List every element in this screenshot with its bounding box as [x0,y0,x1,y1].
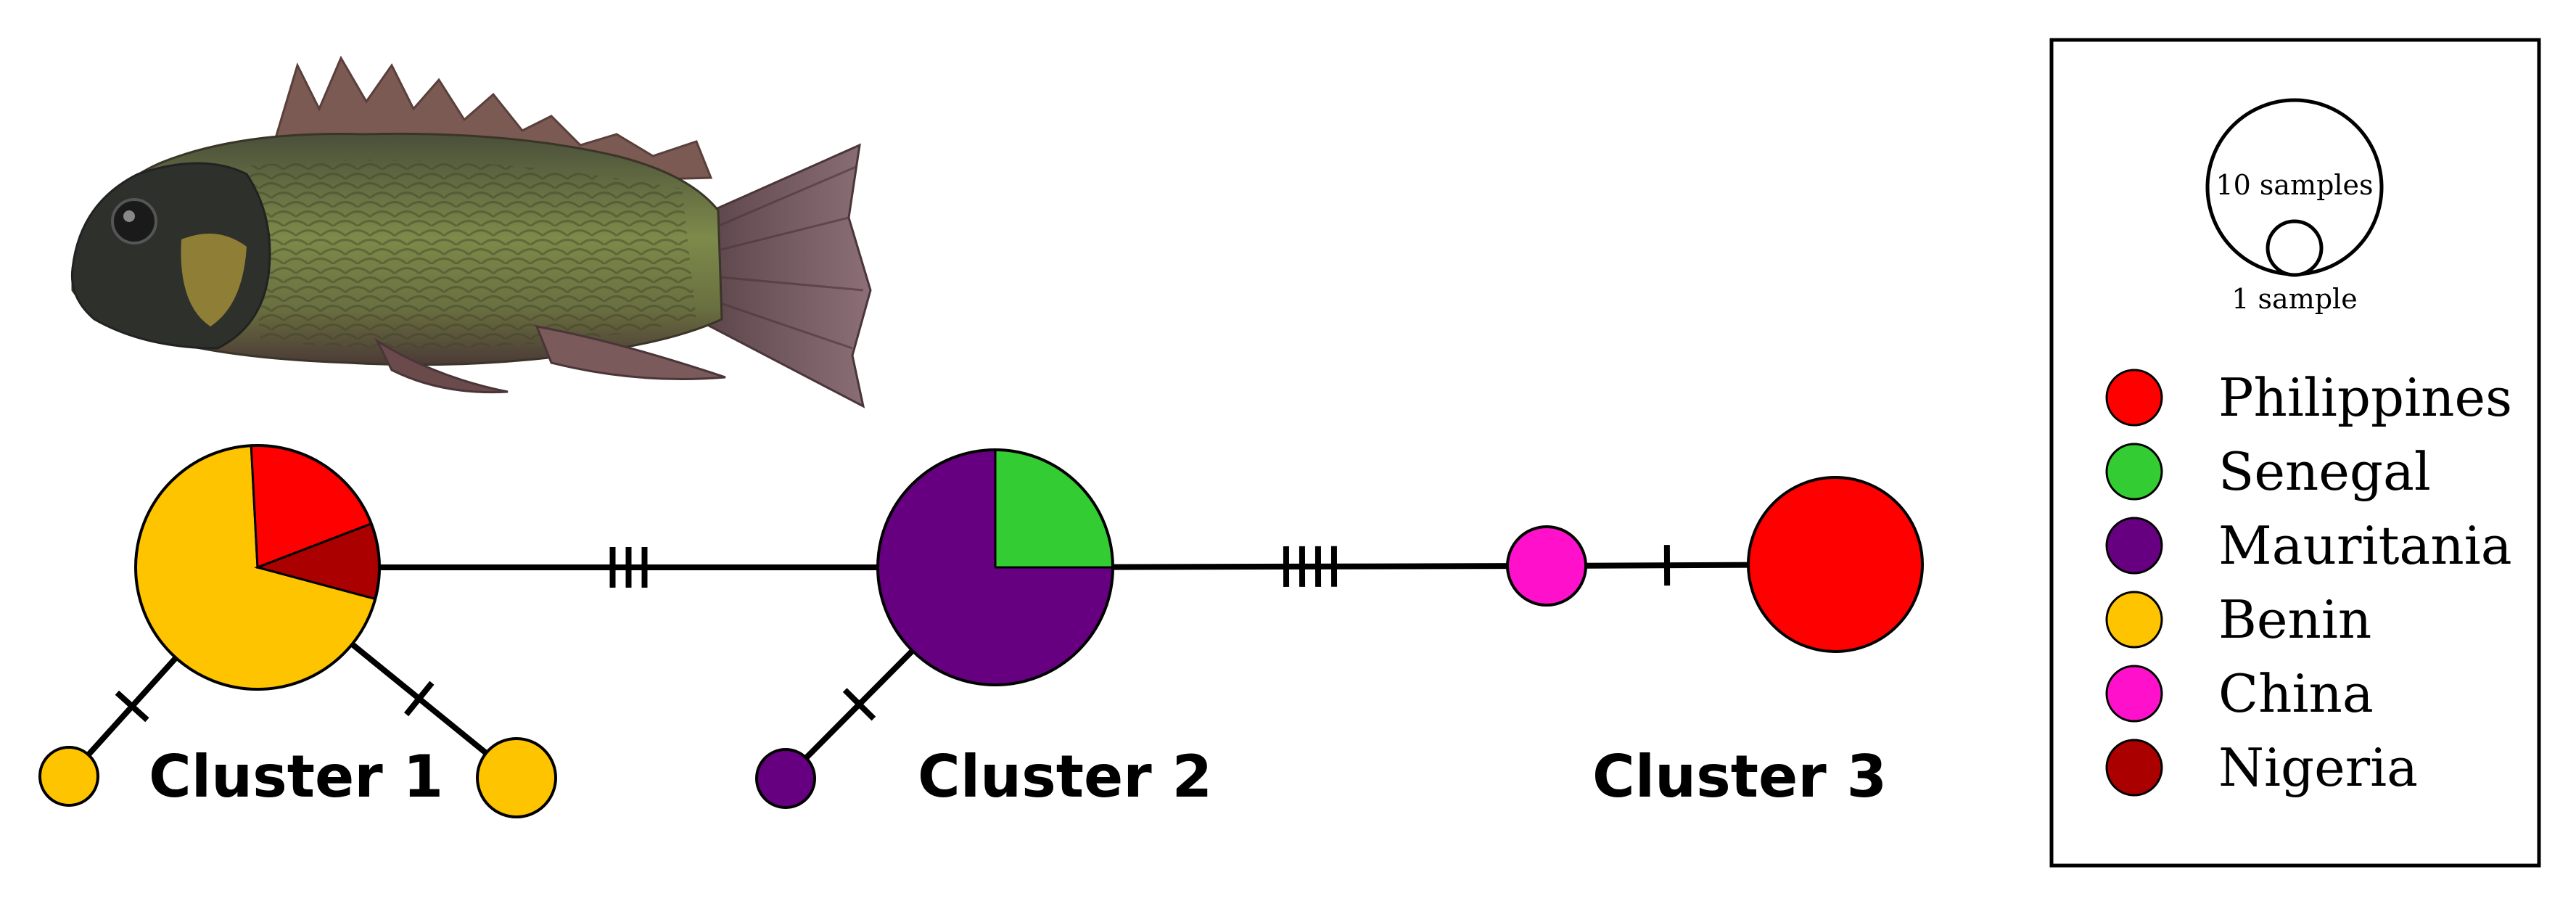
cluster-label-1: Cluster 1 [149,743,443,810]
legend-items: PhilippinesSenegalMauritaniaBeninChinaNi… [2105,367,2512,798]
haplotype-node-h5 [755,748,816,809]
node-outline [876,448,1114,686]
mutation-tick [115,690,149,723]
cluster-label-2: Cluster 2 [918,743,1212,810]
fish-illustration [70,55,872,408]
legend-label: Mauritania [2218,515,2512,576]
haplotype-node-h6 [1506,525,1587,607]
legend-item-mauritania: Mauritania [2105,515,2512,576]
node-outline [134,444,381,691]
legend-label: China [2218,663,2374,724]
haplotype-node-h1 [134,444,381,691]
legend-swatch [2105,517,2163,575]
legend-item-senegal: Senegal [2105,441,2431,502]
legend-label: Philippines [2218,367,2512,428]
fish-eye [111,198,157,245]
pie-slice-philippines [1747,476,1924,653]
cluster-label-3: Cluster 3 [1592,743,1887,810]
pie-slice-mauritania [755,748,816,809]
legend-size-large-label: 10 samples [2215,169,2373,201]
legend: 10 samples 1 sample PhilippinesSenegalMa… [2049,38,2541,868]
nodes-layer [38,444,1924,818]
legend-swatch [2105,665,2163,723]
legend-swatch [2105,739,2163,797]
legend-item-china: China [2105,663,2374,724]
legend-item-benin: Benin [2105,589,2371,650]
haplotype-node-h7 [1747,476,1924,653]
legend-size-small-circle [2266,219,2324,277]
fish-pelvic-fin [535,325,726,380]
legend-label: Senegal [2218,441,2431,502]
mutation-tick [403,681,435,717]
legend-swatch [2105,591,2163,649]
mutation-tick [842,688,876,721]
pie-slice-senegal [994,448,1114,569]
legend-swatch [2105,443,2163,501]
haplotype-node-h3 [476,737,557,818]
fish-tail-fin [695,143,872,408]
legend-size-small-label: 1 sample [2231,283,2357,315]
pie-slice-benin [476,737,557,818]
legend-item-philippines: Philippines [2105,367,2512,428]
pie-slice-china [1506,525,1587,607]
legend-item-nigeria: Nigeria [2105,737,2418,798]
fish-tail-rays [703,165,864,350]
legend-swatch [2105,369,2163,427]
haplotype-node-h2 [38,746,99,807]
legend-label: Nigeria [2218,737,2418,798]
pie-slice-benin [38,746,99,807]
haplotype-node-h4 [876,448,1114,686]
legend-label: Benin [2218,589,2371,650]
